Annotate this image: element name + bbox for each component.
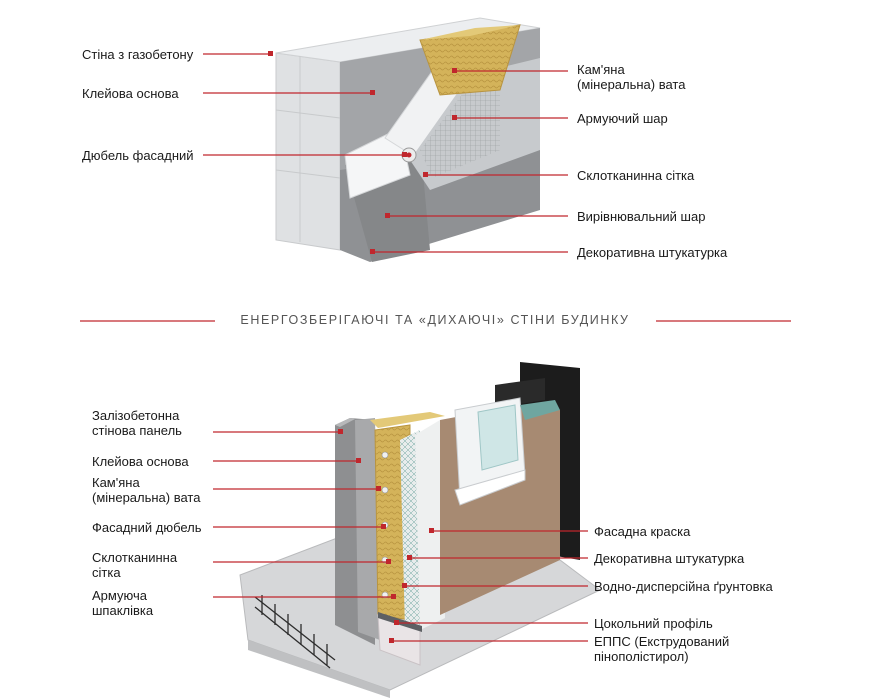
label-fiberglass-mesh: Склотканинна сітка bbox=[577, 168, 695, 183]
label-facade-paint: Фасадна краска bbox=[594, 524, 691, 539]
label-fiberglass-mesh-bottom: Склотканинна сітка bbox=[92, 550, 178, 580]
top-leader-lines bbox=[203, 51, 568, 254]
label-adhesive-base: Клейова основа bbox=[82, 86, 179, 101]
top-wall-illustration bbox=[275, 17, 541, 262]
label-xps: ЕППС (Екструдований пінополістирол) bbox=[594, 634, 730, 664]
label-decorative-plaster-bottom: Декоративна штукатурка bbox=[594, 551, 745, 566]
label-gasblock-wall: Стіна з газобетону bbox=[82, 47, 194, 62]
adhesive-shape-bottom bbox=[355, 418, 380, 640]
label-adhesive-base-bottom: Клейова основа bbox=[92, 454, 189, 469]
label-rc-wall-panel: Залізобетонна стінова панель bbox=[92, 408, 182, 438]
label-facade-dowel-bottom: Фасадний дюбель bbox=[92, 520, 202, 535]
plinth-profile-shape bbox=[378, 612, 422, 632]
plaster-strip-shape bbox=[415, 420, 445, 630]
mesh-shape bbox=[420, 80, 500, 178]
bottom-leader-lines bbox=[213, 429, 588, 643]
label-decorative-plaster: Декоративна штукатурка bbox=[577, 245, 728, 260]
label-plinth-profile: Цокольний профіль bbox=[594, 616, 713, 631]
label-reinforcing-layer: Армуючий шар bbox=[577, 111, 668, 126]
label-leveling-layer: Вирівнювальний шар bbox=[577, 209, 706, 224]
white-board-shape bbox=[344, 127, 411, 199]
label-facade-dowel: Дюбель фасадний bbox=[82, 148, 194, 163]
section-title: ЕНЕРГОЗБЕРІГАЮЧІ ТА «ДИХАЮЧІ» СТІНИ БУДИ… bbox=[240, 313, 630, 327]
label-mineral-wool-bottom: Кам'яна (мінеральна) вата bbox=[92, 475, 201, 505]
label-primer: Водно-дисперсійна ґрунтовка bbox=[594, 579, 773, 594]
label-mineral-wool: Кам'яна (мінеральна) вата bbox=[577, 62, 686, 92]
gasblock-wall-shape bbox=[275, 52, 341, 251]
window-glass-shape bbox=[477, 404, 519, 471]
bottom-wall-illustration bbox=[239, 362, 601, 698]
rebar-shape bbox=[254, 595, 336, 669]
label-reinforcing-putty: Армуюча шпаклівка bbox=[92, 588, 154, 618]
